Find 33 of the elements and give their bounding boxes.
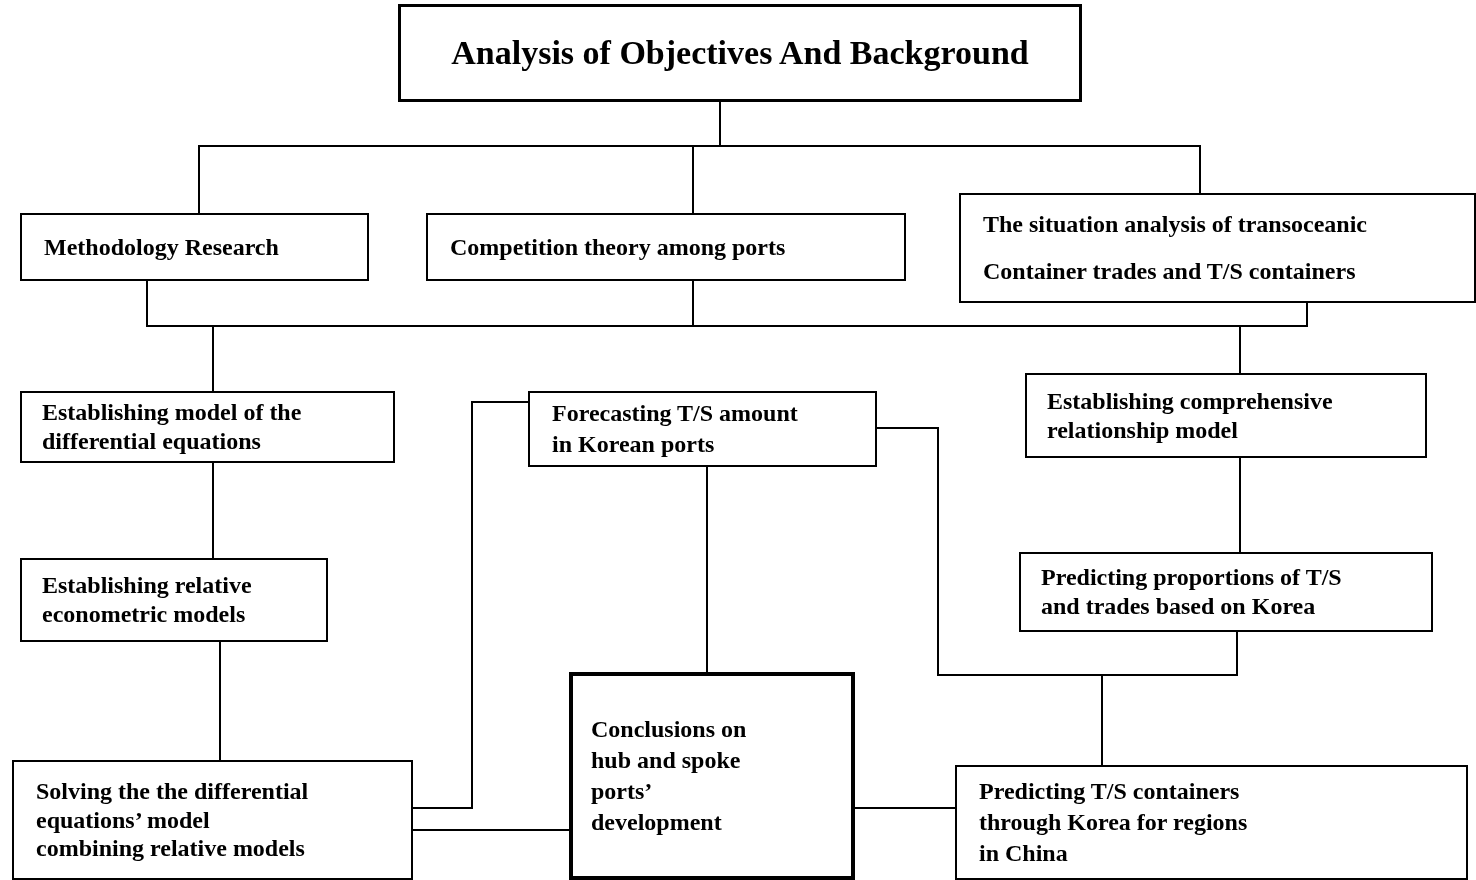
process-box — [20, 391, 395, 463]
box-text: Conclusions on hub and spoke ports’ development — [591, 714, 748, 838]
box-text: Forecasting T/S amount in Korean ports — [552, 398, 799, 459]
connector-line — [212, 462, 214, 559]
process-box — [955, 765, 1468, 880]
process-box — [398, 4, 1082, 102]
connector-line — [706, 466, 708, 673]
box-text: Analysis of Objectives And Background — [451, 32, 1029, 73]
box-text: Predicting proportions of T/S and trades based on Korea — [1041, 563, 1343, 621]
process-box — [12, 760, 413, 880]
box-text: Solving the the differential equations’ model combining relative models — [36, 776, 310, 864]
box-text: The situation analysis of transoceanic Container trades and T/S containers — [983, 210, 1369, 286]
box-text: Establishing comprehensive relationship model — [1047, 386, 1334, 445]
connector-line — [412, 829, 570, 831]
process-box — [20, 213, 369, 281]
connector-line — [219, 641, 221, 761]
process-box — [528, 391, 877, 467]
box-text: Methodology Research — [44, 232, 279, 262]
box-text: Predicting T/S containers through Korea for regions in China — [979, 776, 1249, 869]
box-text: Establishing model of the differential equations — [42, 398, 303, 456]
connector-line — [1101, 631, 1238, 766]
process-box — [20, 558, 328, 642]
connector-line — [854, 807, 956, 809]
connector-line — [1239, 457, 1241, 553]
process-box — [569, 672, 855, 880]
box-text: Competition theory among ports — [450, 232, 786, 262]
connector-line — [1239, 302, 1308, 374]
box-text: Establishing relative econometric models — [42, 571, 253, 629]
process-box — [959, 193, 1476, 303]
process-box — [1025, 373, 1427, 458]
process-box — [426, 213, 906, 281]
connector-line — [412, 401, 529, 809]
process-box — [1019, 552, 1433, 632]
